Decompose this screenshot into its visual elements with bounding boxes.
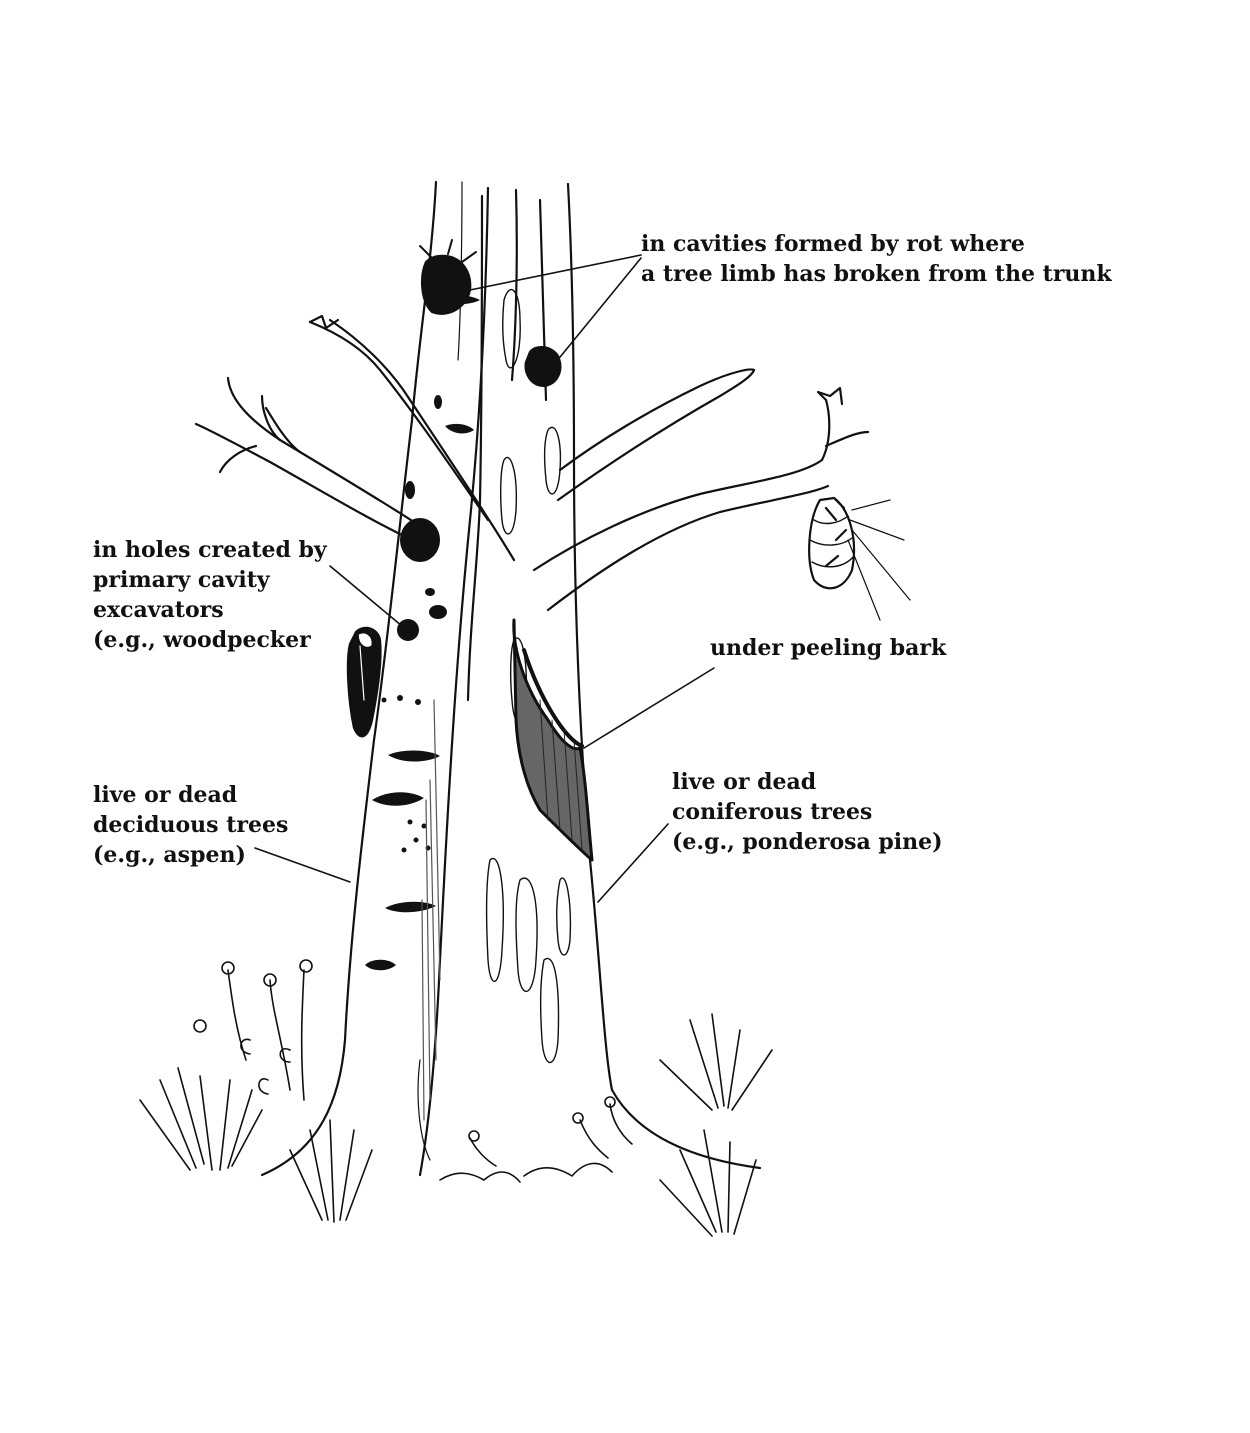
broken-branch-right-upper <box>556 368 756 502</box>
label-line: (e.g., aspen) <box>93 842 246 868</box>
label-line: excavators <box>93 597 224 623</box>
broken-branch-upper-left <box>308 314 516 562</box>
label-line: under peeling bark <box>710 635 947 661</box>
pine-trunk <box>466 182 762 1170</box>
aspen-bark-marks <box>365 294 480 971</box>
label-line: (e.g., woodpecker <box>93 627 311 653</box>
peeling-bark <box>512 618 594 862</box>
label-line: primary cavity <box>93 567 270 593</box>
leader-lines <box>254 254 715 903</box>
label-line: (e.g., ponderosa pine) <box>672 829 943 855</box>
woodpecker-icon <box>346 626 382 738</box>
aspen-branch-left <box>194 376 416 542</box>
woodpecker-holes <box>397 518 447 641</box>
label-line: a tree limb has broken from the trunk <box>641 261 1112 287</box>
label-line: deciduous trees <box>93 812 289 838</box>
label-deciduous-trees: live or dead deciduous trees (e.g., aspe… <box>93 780 288 870</box>
rot-cavity-upper <box>419 239 477 315</box>
rot-cavity-pine <box>524 346 562 388</box>
ground-plants <box>139 959 773 1237</box>
leader-coniferous <box>597 823 669 903</box>
pine-branch-right <box>532 386 870 612</box>
label-line: in cavities formed by rot where <box>641 231 1025 257</box>
leader-cavity-pine <box>555 257 642 363</box>
label-line: live or dead <box>93 782 238 808</box>
label-peeling-bark: under peeling bark <box>710 633 946 663</box>
label-excavator-holes: in holes created by primary cavity excav… <box>93 535 327 655</box>
leader-bark <box>583 667 715 749</box>
pine-cone-icon <box>808 496 911 621</box>
aspen-shading <box>421 699 441 1121</box>
leader-cavity-upper <box>469 254 642 291</box>
label-line: in holes created by <box>93 537 327 563</box>
leader-deciduous <box>254 847 351 883</box>
label-line: live or dead <box>672 769 817 795</box>
label-line: coniferous trees <box>672 799 873 825</box>
label-coniferous-trees: live or dead coniferous trees (e.g., pon… <box>672 767 943 857</box>
leader-holes <box>329 565 403 627</box>
label-rot-cavities: in cavities formed by rot where a tree l… <box>641 229 1112 289</box>
